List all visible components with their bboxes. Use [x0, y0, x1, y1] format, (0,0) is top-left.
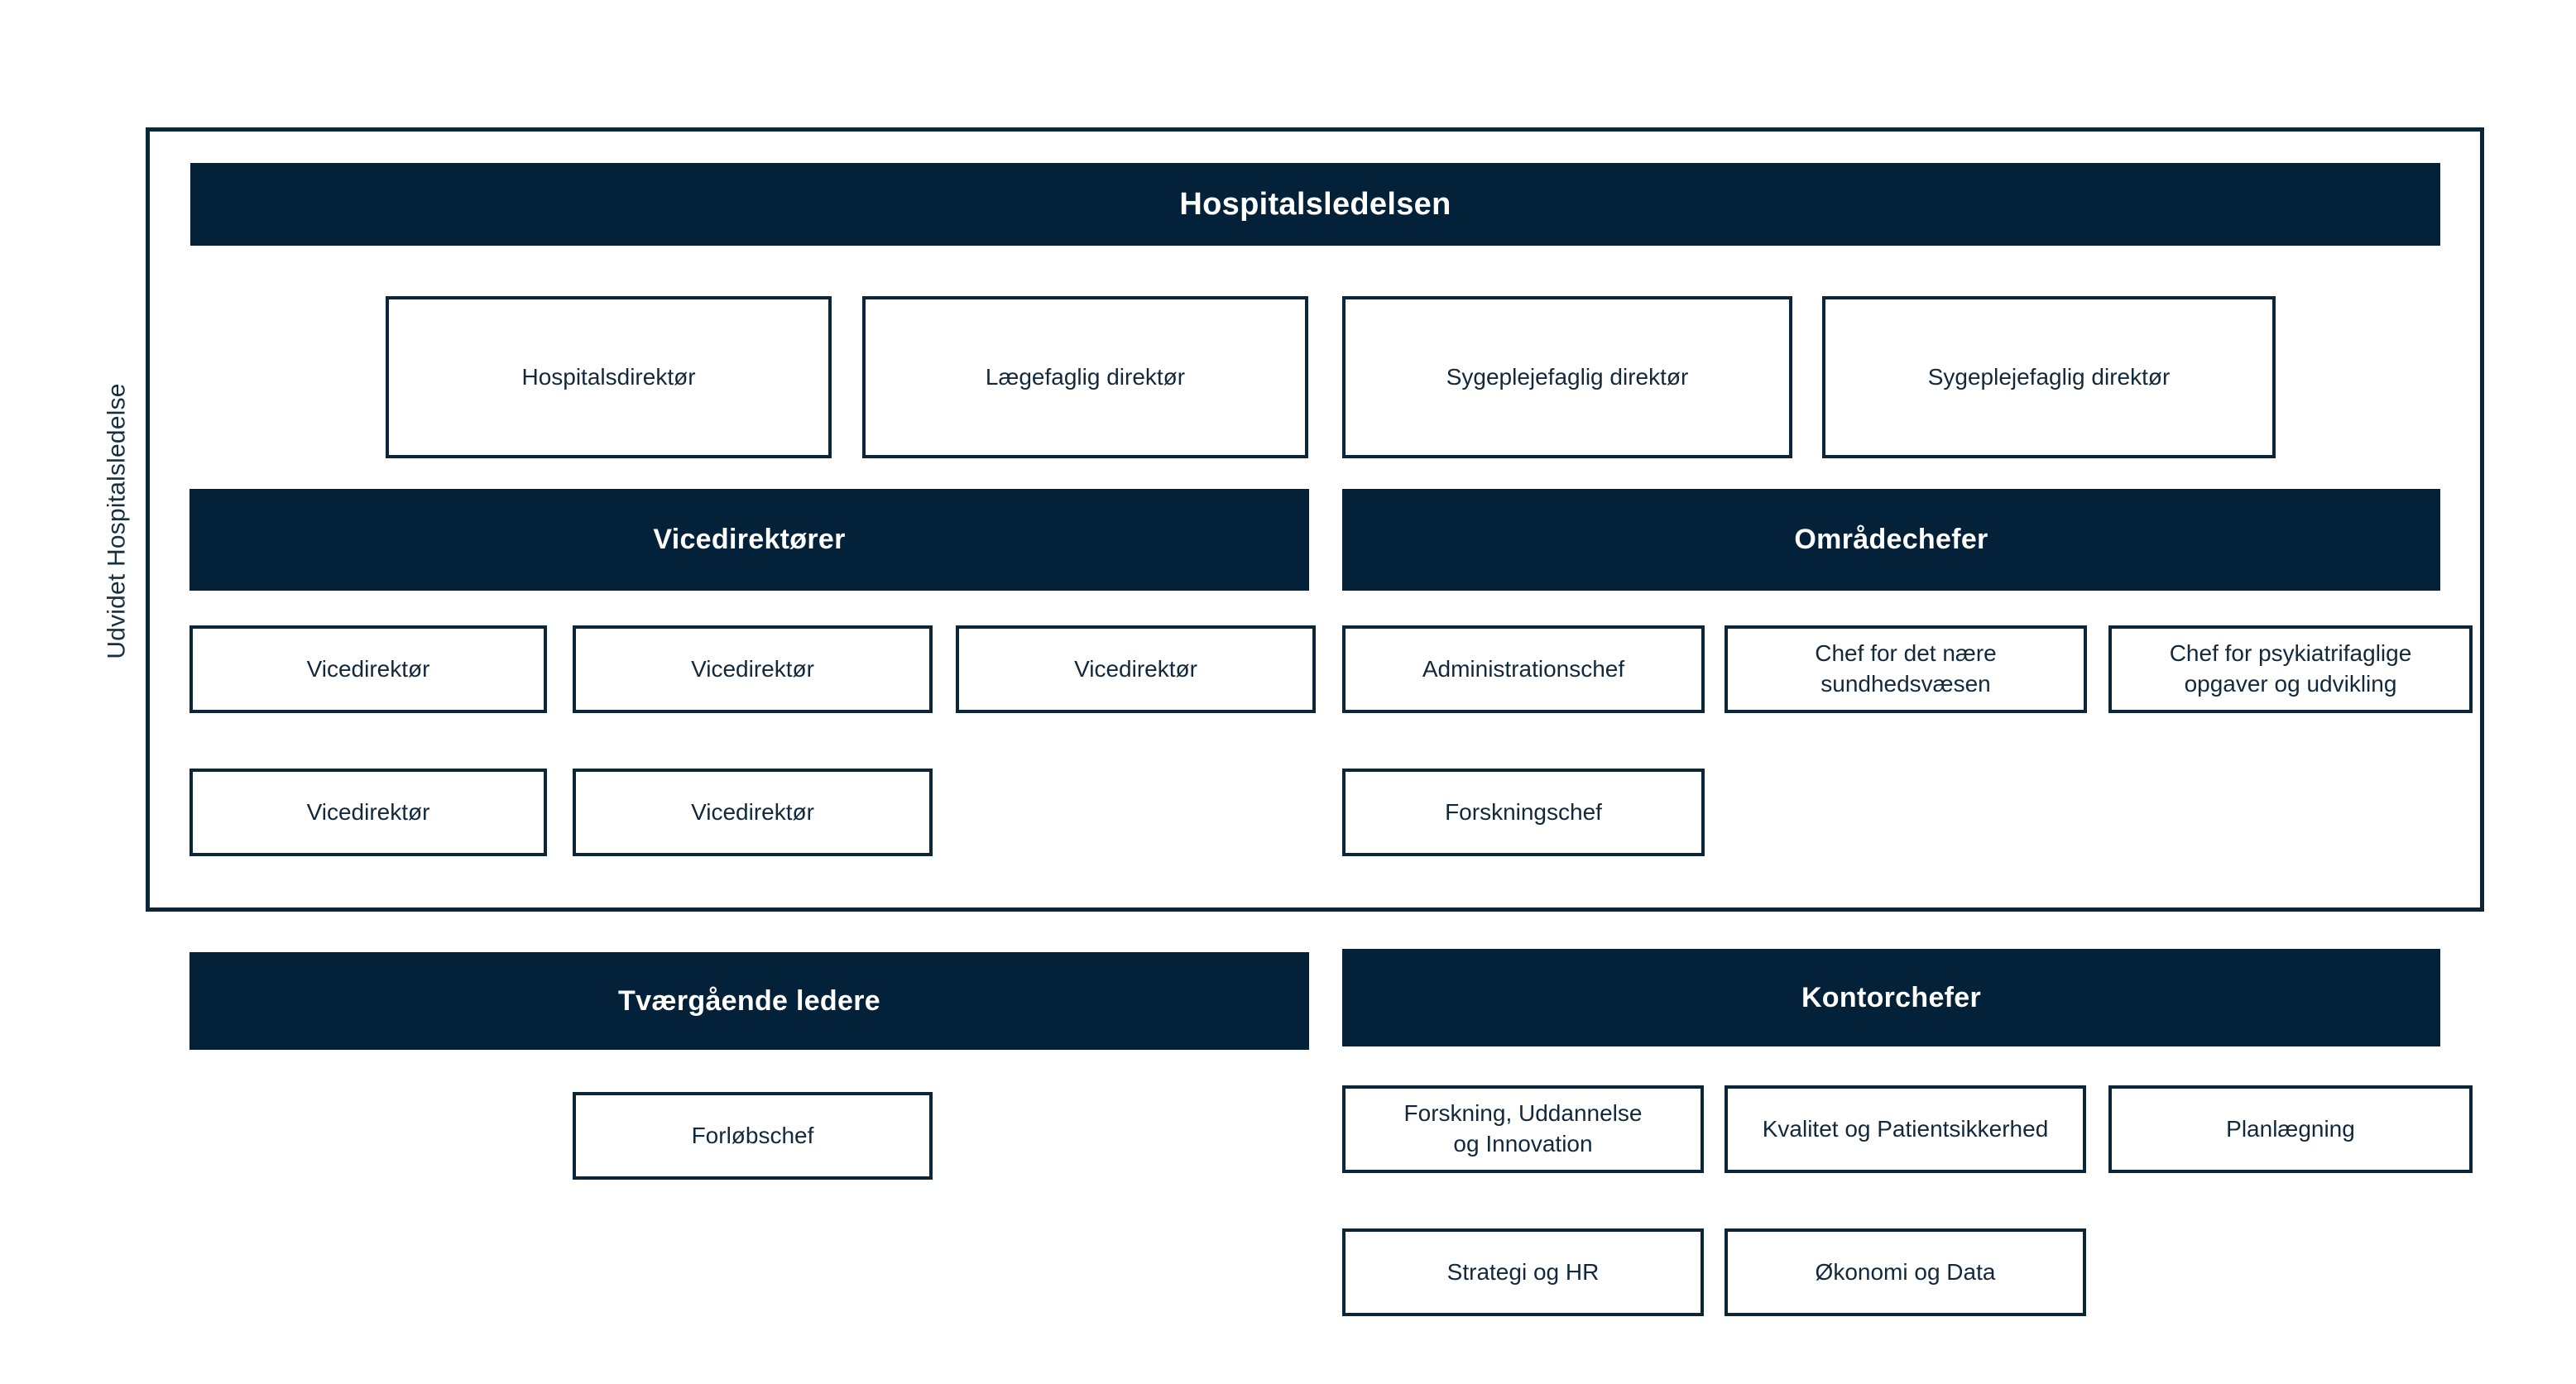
card-label-line2: og Innovation: [1453, 1131, 1593, 1157]
card-planlaegning: Planlægning: [2108, 1085, 2473, 1173]
card-sygeplejefaglig-direktor-2: Sygeplejefaglig direktør: [1822, 296, 2276, 458]
card-vicedirektor-1: Vicedirektør: [189, 625, 547, 713]
bar-omradechefer-label: Områdechefer: [1794, 524, 1988, 555]
card-label: Vicedirektør: [306, 655, 430, 682]
bar-kontorchefer-label: Kontorchefer: [1801, 981, 1982, 1013]
card-label-line2: opgaver og udvikling: [2184, 671, 2397, 697]
card-vicedirektor-2: Vicedirektør: [573, 625, 933, 713]
card-label-line1: Chef for psykiatrifaglige: [2169, 640, 2412, 667]
card-forskningschef: Forskningschef: [1342, 769, 1705, 856]
card-label-line1: Administrationschef: [1422, 655, 1625, 682]
card-strategi-og-hr: Strategi og HR: [1342, 1228, 1704, 1316]
card-hospitalsdirektor: Hospitalsdirektør: [386, 296, 832, 458]
card-vicedirektor-3: Vicedirektør: [956, 625, 1316, 713]
card-kvalitet-og-patientsikkerhed: Kvalitet og Patientsikkerhed: [1725, 1085, 2086, 1173]
card-label-line1: Planlægning: [2226, 1115, 2355, 1142]
card-label-line1: Forskningschef: [1445, 798, 1602, 825]
bar-tvaergaaende-ledere-label: Tværgående ledere: [618, 984, 880, 1017]
side-label-text: Udvidet Hospitalsledelse: [103, 383, 131, 659]
card-label-line1: Strategi og HR: [1446, 1258, 1600, 1285]
card-vicedirektor-5: Vicedirektør: [573, 769, 933, 856]
card-label: Lægefaglig direktør: [985, 363, 1186, 390]
card-vicedirektor-4: Vicedirektør: [189, 769, 547, 856]
side-label-udvidet-hospitalsledelse: Udvidet Hospitalsledelse: [93, 132, 142, 910]
card-chef-psykiatrifaglige-opgaver: Chef for psykiatrifaglige opgaver og udv…: [2108, 625, 2473, 713]
bar-vicedirektorer-label: Vicedirektører: [653, 524, 846, 555]
card-laegefaglig-direktor: Lægefaglig direktør: [862, 296, 1308, 458]
card-forlobschef: Forløbschef: [573, 1092, 933, 1180]
card-label: Vicedirektør: [1074, 655, 1197, 682]
card-label: Hospitalsdirektør: [521, 363, 696, 390]
card-label-line1: Kvalitet og Patientsikkerhed: [1762, 1115, 2049, 1142]
bar-omradechefer: Områdechefer: [1342, 489, 2440, 591]
card-administrationschef: Administrationschef: [1342, 625, 1705, 713]
bar-tvaergaaende-ledere: Tværgående ledere: [189, 952, 1309, 1050]
card-label-line1: Økonomi og Data: [1815, 1258, 1996, 1285]
card-label: Vicedirektør: [691, 798, 814, 825]
card-label: Vicedirektør: [691, 655, 814, 682]
card-forskning-uddannelse-innovation: Forskning, Uddannelse og Innovation: [1342, 1085, 1704, 1173]
bar-hospitalsledelsen: Hospitalsledelsen: [190, 163, 2440, 246]
bar-kontorchefer: Kontorchefer: [1342, 949, 2440, 1046]
card-label: Sygeplejefaglig direktør: [1927, 363, 2171, 390]
card-label-line1: Forskning, Uddannelse: [1403, 1100, 1643, 1127]
card-label-line1: Forløbschef: [691, 1122, 814, 1148]
card-label-line2: sundhedsvæsen: [1820, 671, 1991, 697]
bar-vicedirektorer: Vicedirektører: [189, 489, 1309, 591]
bar-hospitalsledelsen-label: Hospitalsledelsen: [1179, 186, 1451, 222]
card-sygeplejefaglig-direktor-1: Sygeplejefaglig direktør: [1342, 296, 1792, 458]
card-okonomi-og-data: Økonomi og Data: [1725, 1228, 2086, 1316]
card-label-line1: Chef for det nære: [1815, 640, 1997, 667]
card-chef-det-naere-sundhedsvaesen: Chef for det nære sundhedsvæsen: [1725, 625, 2087, 713]
card-label: Sygeplejefaglig direktør: [1446, 363, 1689, 390]
card-label: Vicedirektør: [306, 798, 430, 825]
